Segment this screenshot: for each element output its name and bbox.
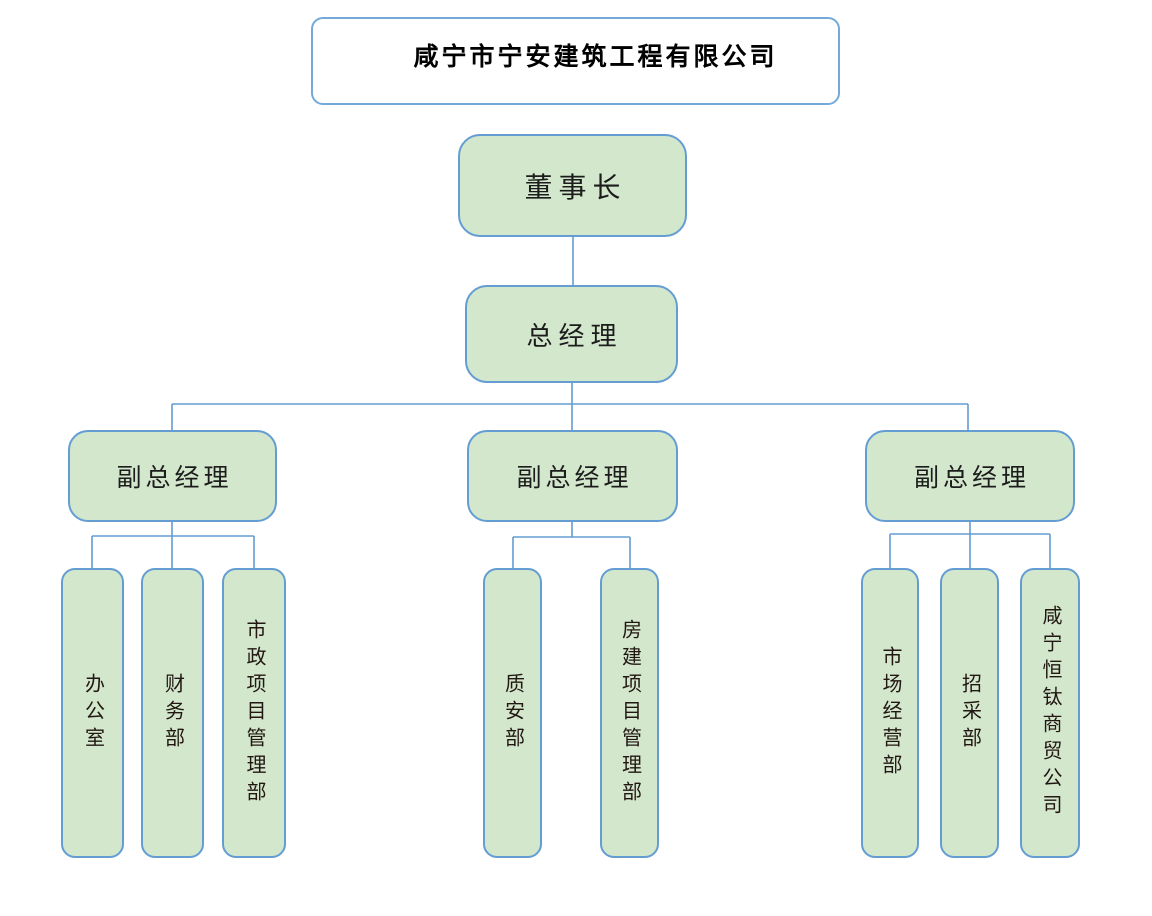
node-dept-office: 办公室 — [61, 568, 124, 858]
connector-vgm-right-to-depts — [889, 521, 1051, 569]
node-deputy-gm-middle: 副总经理 — [467, 430, 678, 522]
connector-vgm-left-to-depts — [91, 521, 255, 569]
node-dept-hengtai-trading: 咸宁恒钛商贸公司 — [1020, 568, 1080, 858]
connector-gm-to-vgms — [171, 383, 969, 431]
node-dept-market-operations-label: 市场经营部 — [879, 645, 901, 781]
company-title-box: 咸宁市宁安建筑工程有限公司 — [311, 17, 840, 105]
node-dept-quality-safety: 质安部 — [483, 568, 542, 858]
node-dept-office-label: 办公室 — [81, 672, 104, 754]
node-deputy-gm-middle-label: 副总经理 — [516, 464, 633, 492]
node-deputy-gm-right-label: 副总经理 — [913, 464, 1030, 492]
node-dept-hengtai-trading-label: 咸宁恒钛商贸公司 — [1039, 605, 1061, 821]
node-dept-procurement: 招采部 — [940, 568, 999, 858]
node-dept-market-operations: 市场经营部 — [861, 568, 919, 858]
node-chairman: 董事长 — [458, 134, 687, 237]
node-chairman-label: 董事长 — [524, 171, 627, 203]
node-general-manager-label: 总经理 — [526, 320, 623, 351]
node-general-manager: 总经理 — [465, 285, 678, 383]
node-dept-housing-project-mgmt: 房建项目管理部 — [600, 568, 659, 858]
node-deputy-gm-right: 副总经理 — [865, 430, 1075, 522]
node-dept-municipal-project-mgmt: 市政项目管理部 — [222, 568, 286, 858]
node-dept-housing-project-mgmt-label: 房建项目管理部 — [618, 618, 641, 808]
node-dept-procurement-label: 招采部 — [958, 672, 981, 754]
node-dept-finance-label: 财务部 — [161, 672, 184, 754]
company-title-label: 咸宁市宁安建筑工程有限公司 — [413, 44, 778, 71]
connector-vgm-mid-to-depts — [512, 521, 631, 569]
node-dept-finance: 财务部 — [141, 568, 204, 858]
node-deputy-gm-left: 副总经理 — [68, 430, 277, 522]
node-deputy-gm-left-label: 副总经理 — [116, 464, 233, 492]
node-dept-quality-safety-label: 质安部 — [501, 672, 524, 754]
node-dept-municipal-project-mgmt-label: 市政项目管理部 — [243, 618, 265, 808]
